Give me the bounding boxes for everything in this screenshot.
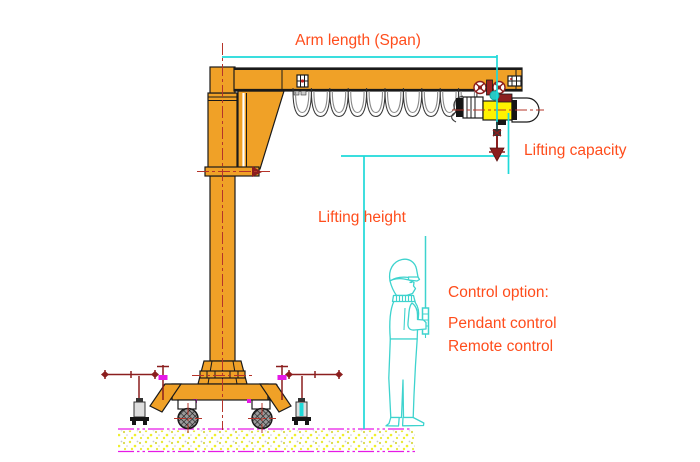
remote-control-label: Remote control [448,338,553,355]
collar [391,294,416,303]
ground [118,428,415,453]
motor-band [512,100,517,120]
pendant-control-label: Pendant control [448,315,557,332]
control-option-label: Control option: [448,284,549,301]
trolley-frame [486,79,493,96]
screw-jack-left [101,365,169,425]
lifting-height-label: Lifting height [318,209,407,226]
screw-jack-right [276,365,343,425]
outrigger-leg-right [258,383,292,413]
festoon-cables [292,88,478,118]
crane-structure [204,66,523,362]
mobile-base [101,360,343,433]
end-stop [507,75,522,87]
lifting-capacity-label: Lifting capacity [524,142,627,159]
head [389,277,417,297]
ground-texture [118,430,415,451]
rope-guide [456,98,463,117]
hook [489,122,505,162]
gusset-plate [237,90,285,170]
hoist-bottom-block [496,120,506,125]
annotations: Arm length (Span) Lifting capacity Lifti… [295,32,627,355]
outrigger-leg-left [149,383,183,413]
base-beam [171,383,269,401]
arm-and-hand [407,302,427,331]
rope-drum [462,96,484,119]
arm-length-label: Arm length (Span) [295,32,421,49]
operator-figure [385,258,427,427]
cap [388,258,419,282]
back-foot [385,416,400,427]
arm-fitting [293,74,309,96]
hook-tip [489,147,505,162]
wheel-fork-right [251,399,271,410]
wheel-fork-left [177,399,197,410]
legs [388,338,418,419]
front-foot [401,416,425,427]
